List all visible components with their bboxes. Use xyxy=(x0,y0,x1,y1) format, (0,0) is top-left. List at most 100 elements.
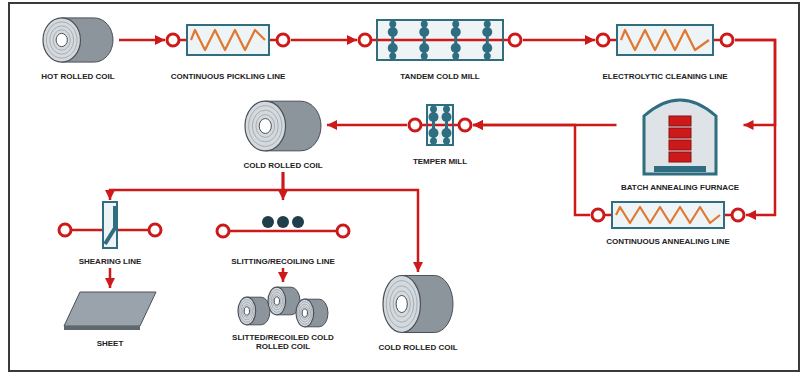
process-step: SLITTED/RECOILED COLD ROLLED COIL xyxy=(223,282,343,353)
line-housing xyxy=(612,202,724,228)
step-label: BATCH ANNEALING FURNACE xyxy=(620,183,740,192)
step-label: SHEET xyxy=(96,339,125,348)
coil-eye xyxy=(244,307,249,315)
coil-eye xyxy=(56,33,67,46)
flow-arrow xyxy=(119,39,165,42)
coil-stack xyxy=(669,140,691,150)
coil-wrap xyxy=(270,290,284,313)
slitter-knife xyxy=(262,216,274,228)
flow-arrow xyxy=(473,125,590,215)
mill-housing xyxy=(377,20,503,60)
coil-wrap xyxy=(301,307,309,320)
process-icon xyxy=(243,98,323,154)
backup-roll xyxy=(389,21,396,28)
flow-arrow xyxy=(523,39,595,42)
process-icon xyxy=(595,15,735,65)
step-label: CONTINUOUS ANNEALING LINE xyxy=(605,237,731,246)
coil-stack xyxy=(669,128,691,138)
sheet-edge xyxy=(64,326,140,330)
process-step: COLD ROLLED COIL xyxy=(239,98,327,172)
coil-face xyxy=(43,18,80,62)
shear-blade xyxy=(105,206,115,244)
step-label: CONTINUOUS PICKLING LINE xyxy=(170,72,287,81)
flow-arrow xyxy=(735,40,775,125)
coil-wrap xyxy=(240,300,254,323)
strip-loop xyxy=(616,207,720,223)
process-step: CONTINUOUS PICKLING LINE xyxy=(165,15,291,83)
roller xyxy=(721,34,733,46)
roller xyxy=(597,34,609,46)
backup-roll xyxy=(421,21,428,28)
roller xyxy=(217,225,229,237)
process-step: BATCH ANNEALING FURNACE xyxy=(617,90,744,194)
coil-eye xyxy=(396,295,407,312)
roller xyxy=(59,224,71,236)
work-roll xyxy=(419,43,429,53)
flow-arrow xyxy=(110,172,283,200)
roller xyxy=(409,119,421,131)
roller xyxy=(732,209,744,221)
coil-wrap xyxy=(46,22,77,58)
work-roll xyxy=(482,27,492,37)
roller xyxy=(167,34,179,46)
coil-wrap xyxy=(256,115,275,138)
backup-roll xyxy=(389,53,396,60)
process-step: TANDEM COLD MILL xyxy=(357,15,523,83)
roller xyxy=(459,119,471,131)
process-step: SHEET xyxy=(62,288,158,350)
step-label: ELECTROLYTIC CLEANING LINE xyxy=(601,72,728,81)
work-roll xyxy=(442,112,452,122)
work-roll xyxy=(451,43,461,53)
process-step: COLD ROLLED COIL xyxy=(374,272,462,354)
shear-frame xyxy=(103,202,117,248)
coil-wrap xyxy=(50,26,74,54)
coil-wrap xyxy=(243,305,251,318)
coil-wrap xyxy=(298,302,312,325)
strip-line xyxy=(377,39,503,42)
process-icon xyxy=(407,100,473,150)
strip-line xyxy=(427,124,453,127)
slitter-knife xyxy=(277,216,289,228)
roller xyxy=(277,34,289,46)
step-label: SLITTING/RECOILING LINE xyxy=(230,257,336,266)
roller xyxy=(359,34,371,46)
step-label: TEMPER MILL xyxy=(412,157,468,166)
flow-arrow xyxy=(735,40,775,215)
coil-eye xyxy=(302,309,307,317)
slitter-knife xyxy=(292,216,304,228)
work-roll xyxy=(442,128,452,138)
strip-loop xyxy=(191,30,265,50)
line-housing xyxy=(187,25,269,55)
backup-roll xyxy=(452,53,459,60)
coil-eye xyxy=(259,119,271,134)
coil-eye xyxy=(274,297,279,305)
step-label: TANDEM COLD MILL xyxy=(399,72,480,81)
process-step: HOT ROLLED COIL xyxy=(37,15,119,83)
process-icon xyxy=(640,90,720,176)
coil-wrap xyxy=(273,295,281,308)
process-icon xyxy=(165,15,291,65)
coil-face xyxy=(238,297,256,325)
process-step: TEMPER MILL xyxy=(407,100,473,168)
process-icon xyxy=(41,15,115,65)
coil-wrap xyxy=(271,292,282,310)
step-label: SLITTED/RECOILED COLD ROLLED COIL xyxy=(226,333,340,351)
step-label: SHEARING LINE xyxy=(78,257,143,266)
strip-line xyxy=(365,39,515,42)
flow-arrow xyxy=(282,268,285,282)
coil-wrap xyxy=(390,286,414,323)
coil-wrap xyxy=(53,30,70,50)
flow-arrow xyxy=(291,39,357,42)
coil-stack xyxy=(669,152,691,162)
coil-wrap xyxy=(241,302,252,320)
coil-wrap xyxy=(249,106,282,147)
backup-roll xyxy=(430,138,437,145)
work-roll xyxy=(451,27,461,37)
work-roll xyxy=(388,27,398,37)
roller xyxy=(592,209,604,221)
sheet-plate xyxy=(64,292,156,326)
coil-wrap xyxy=(386,281,417,328)
process-step: SLITTING/RECOILING LINE xyxy=(215,200,351,268)
step-label: HOT ROLLED COIL xyxy=(40,72,115,81)
coil-wrap xyxy=(393,291,410,317)
